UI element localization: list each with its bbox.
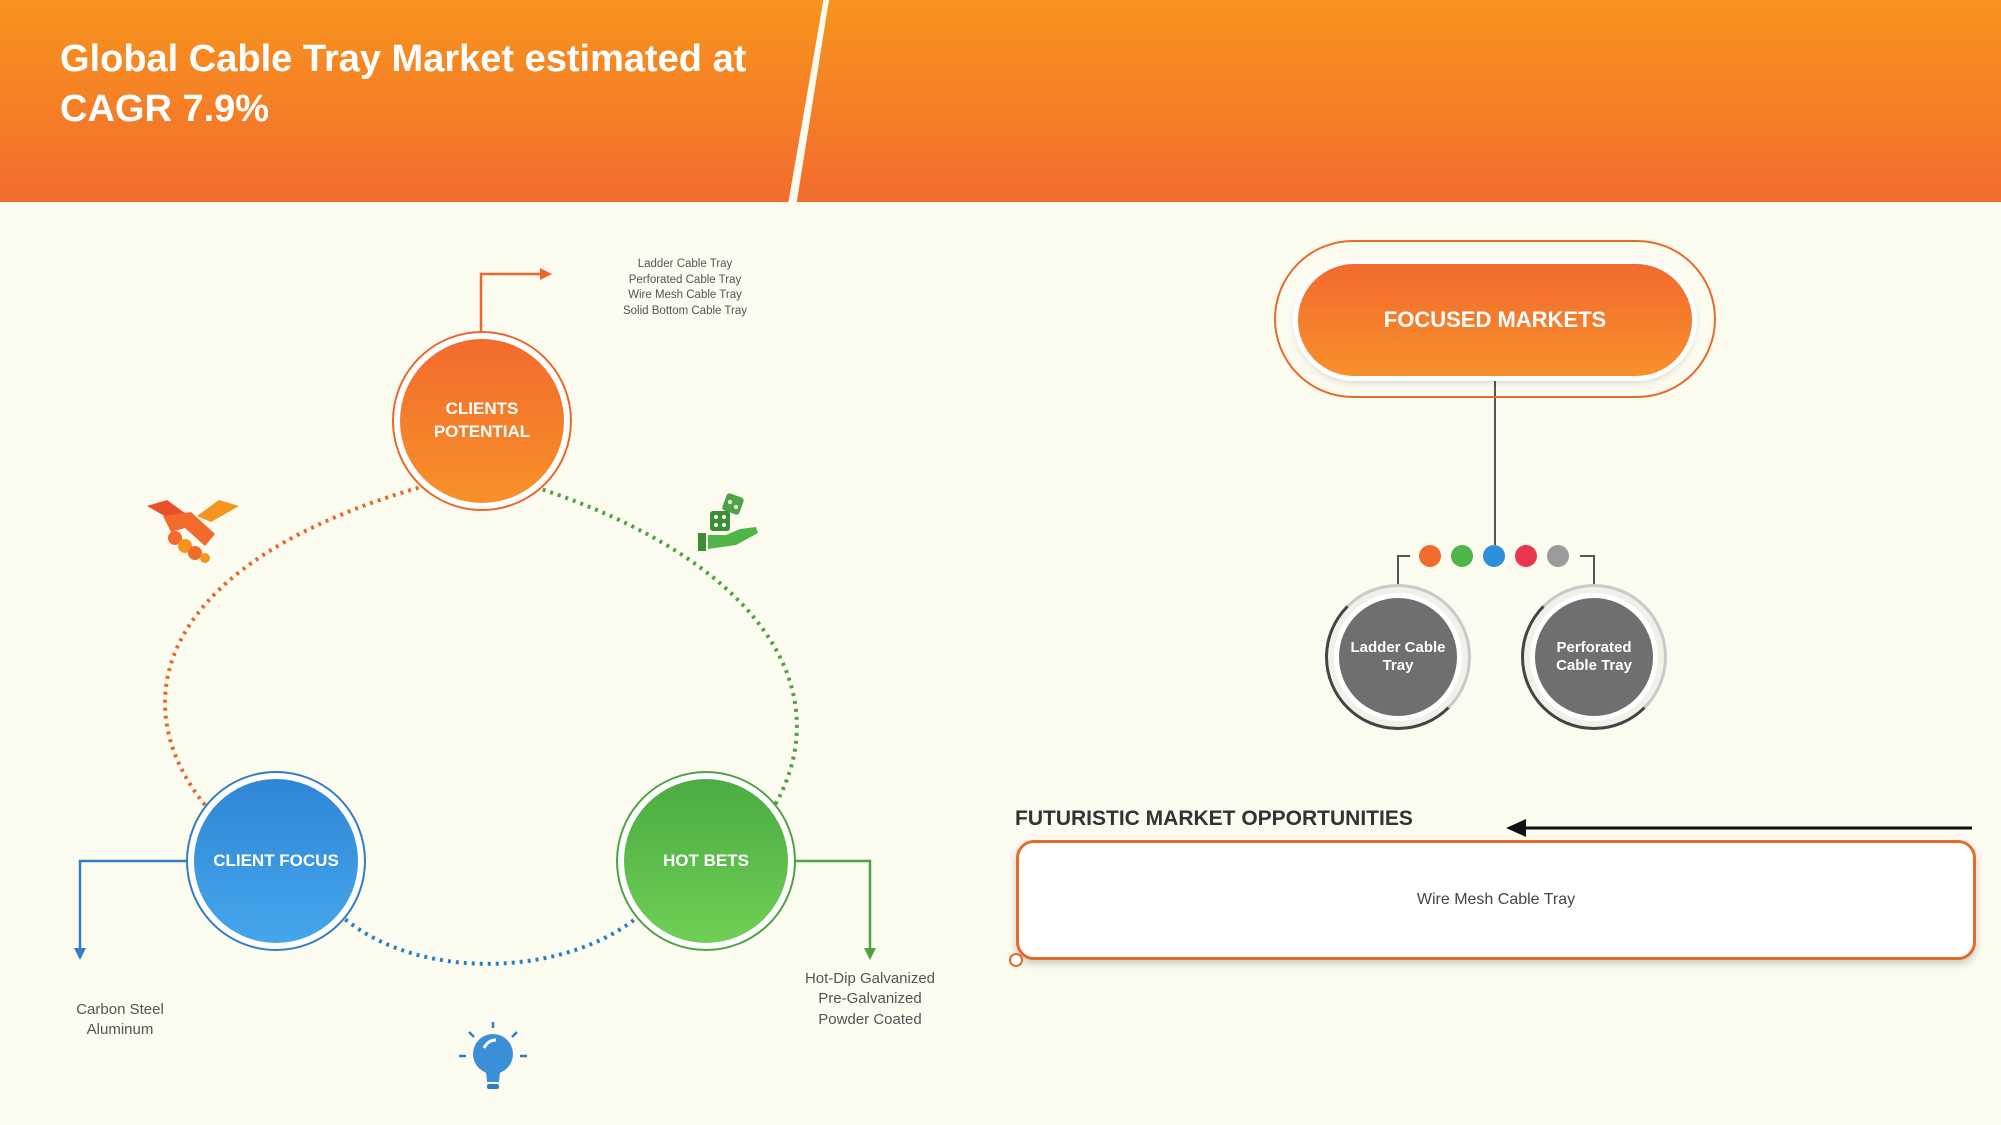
market-node-ladder: Ladder Cable Tray [1339,598,1457,716]
clients-potential-item: Perforated Cable Tray [628,273,742,286]
lightbulb-icon [459,1022,527,1089]
hot-bets-label: HOT BETS [663,851,749,870]
opportunity-arrowhead [1506,819,1526,837]
clients-potential-item: Wire Mesh Cable Tray [628,289,742,302]
marker-dot-green [1451,545,1473,567]
opportunities-title: FUTURISTIC MARKET OPPORTUNITIES [1015,807,1413,830]
hot-bets-item: Pre-Galvanized [818,990,922,1008]
hot-bets-item: Hot-Dip Galvanized [804,970,936,987]
tree-right-bracket [1580,555,1595,590]
marker-dot-gray [1547,545,1569,567]
marker-dot-red [1515,545,1537,567]
clients-potential-node: CLIENTS POTENTIAL [400,339,564,503]
opportunities-corner-dot [1009,953,1023,967]
potential-connector [479,272,542,335]
market-node-label: Tray [1382,657,1414,674]
market-node-label: Cable Tray [1556,657,1632,674]
client-focus-item: Carbon Steel [76,1001,164,1018]
clients-potential-list: Ladder Cable Tray Perforated Cable Tray … [595,257,775,319]
marker-dot-blue [1483,545,1505,567]
tree-left-bracket [1397,555,1410,590]
client-focus-item: Aluminum [86,1021,154,1039]
arc-hotbets-to-focus [338,913,642,966]
market-node-label: Perforated [1556,639,1632,656]
market-node-label: Ladder Cable [1350,639,1446,656]
header-banner [0,0,2001,202]
focus-arrowhead [74,948,86,960]
hotbets-arrowhead [864,948,876,960]
focused-markets-label: FOCUSED MARKETS [1383,307,1607,332]
clients-potential-item: Solid Bottom Cable Tray [622,304,747,317]
page-title: Global Cable Tray Market estimated at CA… [60,34,780,134]
marker-dot-orange [1419,545,1441,567]
market-node-perforated: Perforated Cable Tray [1535,598,1653,716]
hot-bets-list: Hot-Dip Galvanized Pre-Galvanized Powder… [780,969,960,1030]
page-title-line-2: CAGR 7.9% [60,88,270,130]
handshake-icon [147,500,239,563]
focused-markets-pill: FOCUSED MARKETS [1298,264,1692,376]
page-title-line-1: Global Cable Tray Market estimated at [60,38,747,80]
hot-bets-item: Powder Coated [818,1010,922,1028]
hot-bets-node: HOT BETS [624,779,788,943]
potential-arrowhead [540,268,552,280]
dice-hand-icon [698,493,758,551]
opportunity-item: Wire Mesh Cable Tray [1416,891,1576,908]
focus-connector [78,859,192,950]
hotbets-connector [788,859,872,950]
client-focus-list: Carbon Steel Aluminum [50,1000,190,1041]
opportunities-box: Wire Mesh Cable Tray [1016,840,1976,960]
arc-focus-to-potential [163,483,429,807]
focused-markets-frame [1274,240,1716,398]
clients-potential-item: Ladder Cable Tray [637,258,733,270]
clients-potential-label-1: CLIENTS [445,399,519,419]
client-focus-label: CLIENT FOCUS [213,851,339,870]
clients-potential-label-2: POTENTIAL [433,422,531,441]
arc-potential-to-hotbets [534,485,799,806]
client-focus-node: CLIENT FOCUS [194,779,358,943]
